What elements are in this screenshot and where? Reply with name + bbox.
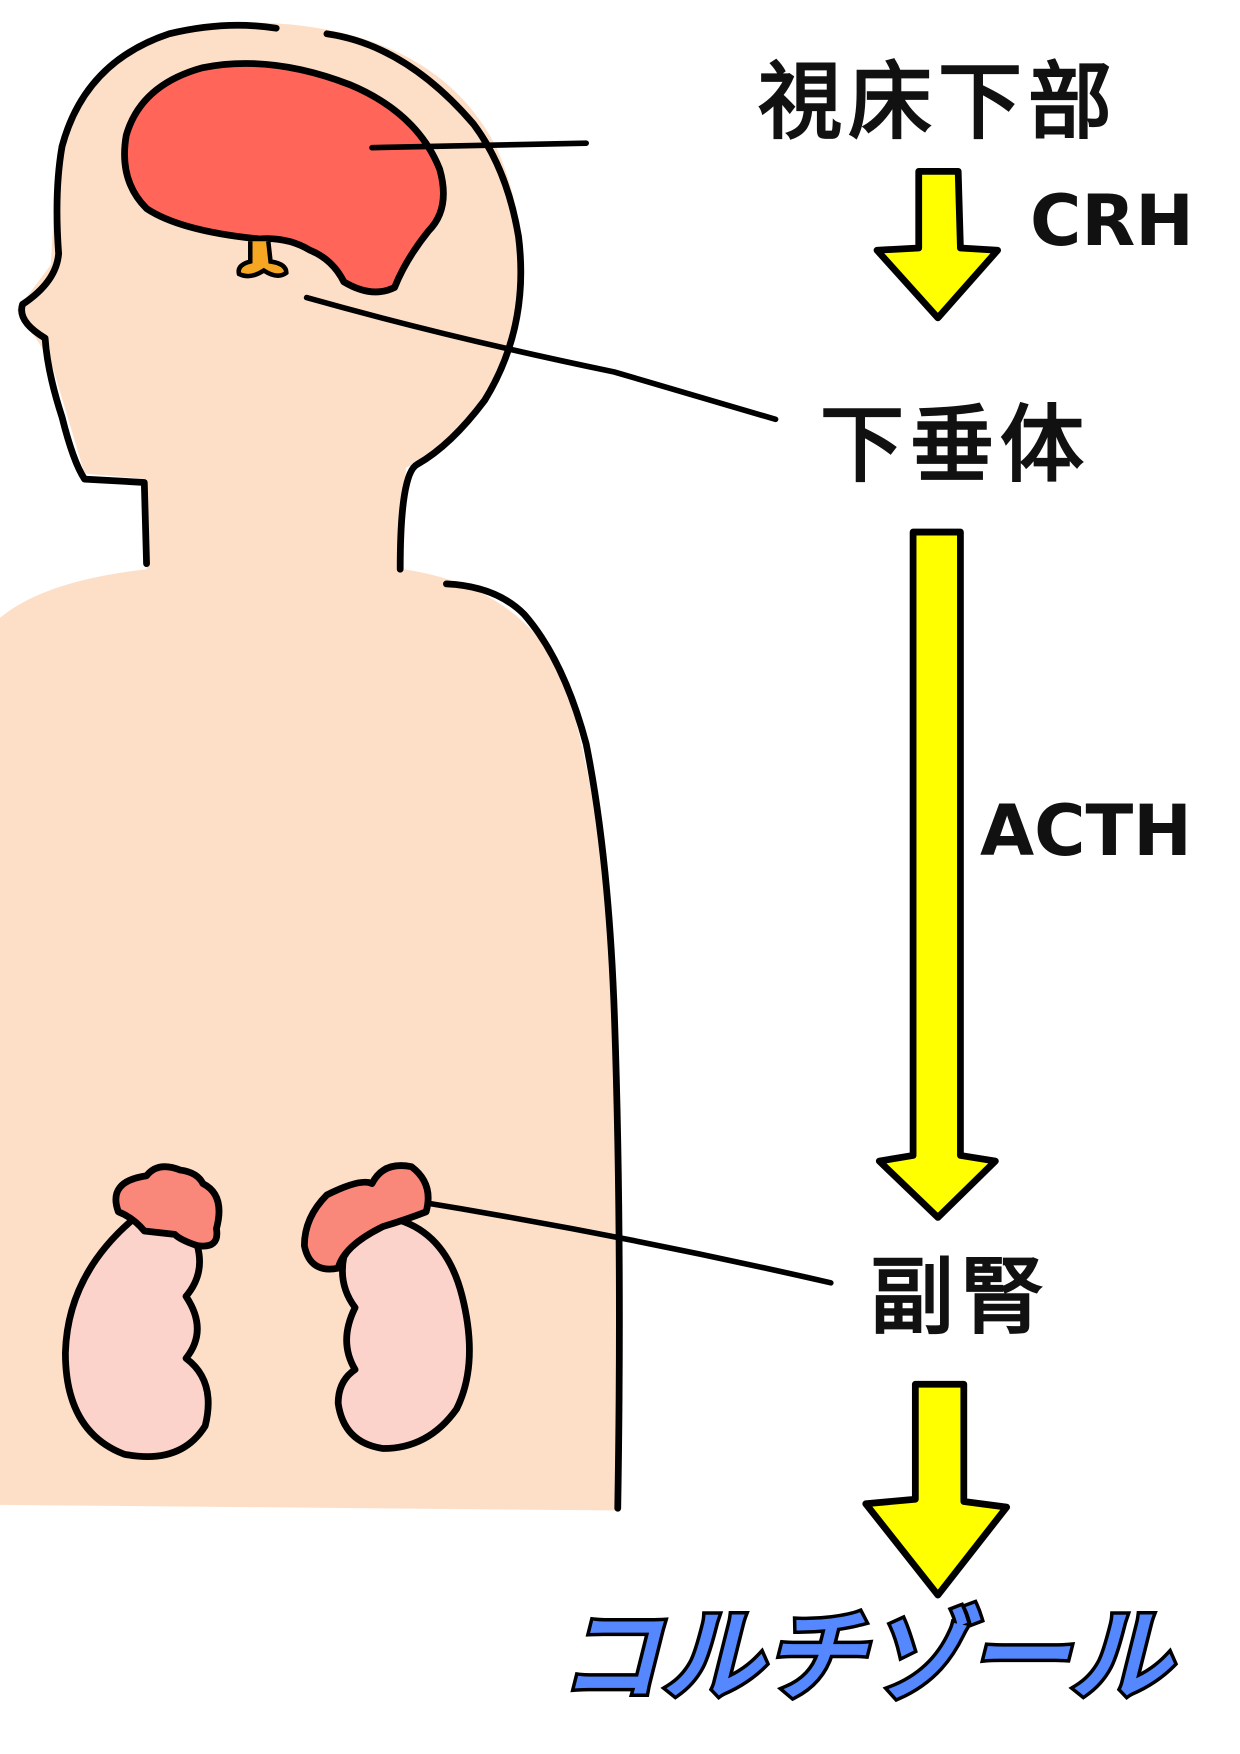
cortisol-arrow: [862, 1380, 1011, 1599]
leader-lines: [303, 140, 834, 1286]
acth-arrow: [875, 528, 999, 1221]
adrenal-label: 副腎: [870, 1248, 1051, 1346]
cortisol-label: コルチゾール: [557, 1595, 1174, 1719]
hypothalamus-leader: [369, 140, 590, 151]
adrenal-left: [112, 1163, 223, 1250]
crh-arrow: [873, 167, 1002, 322]
pituitary-gland: [236, 240, 289, 279]
body-silhouette: [0, 22, 620, 1511]
pituitary-label: 下垂体: [820, 396, 1091, 494]
pituitary-leader: [303, 294, 779, 423]
hypothalamus-label: 視床下部: [758, 53, 1119, 151]
kidney-left: [62, 1163, 223, 1461]
brain: [121, 60, 447, 296]
acth-label: ACTH: [980, 790, 1192, 872]
flow-arrows: [862, 167, 1011, 1599]
body-outline: [18, 21, 623, 1512]
adrenal-right: [300, 1162, 432, 1273]
kidney-right: [300, 1162, 473, 1452]
crh-label: CRH: [1030, 180, 1194, 262]
adrenal-leader: [408, 1197, 834, 1286]
